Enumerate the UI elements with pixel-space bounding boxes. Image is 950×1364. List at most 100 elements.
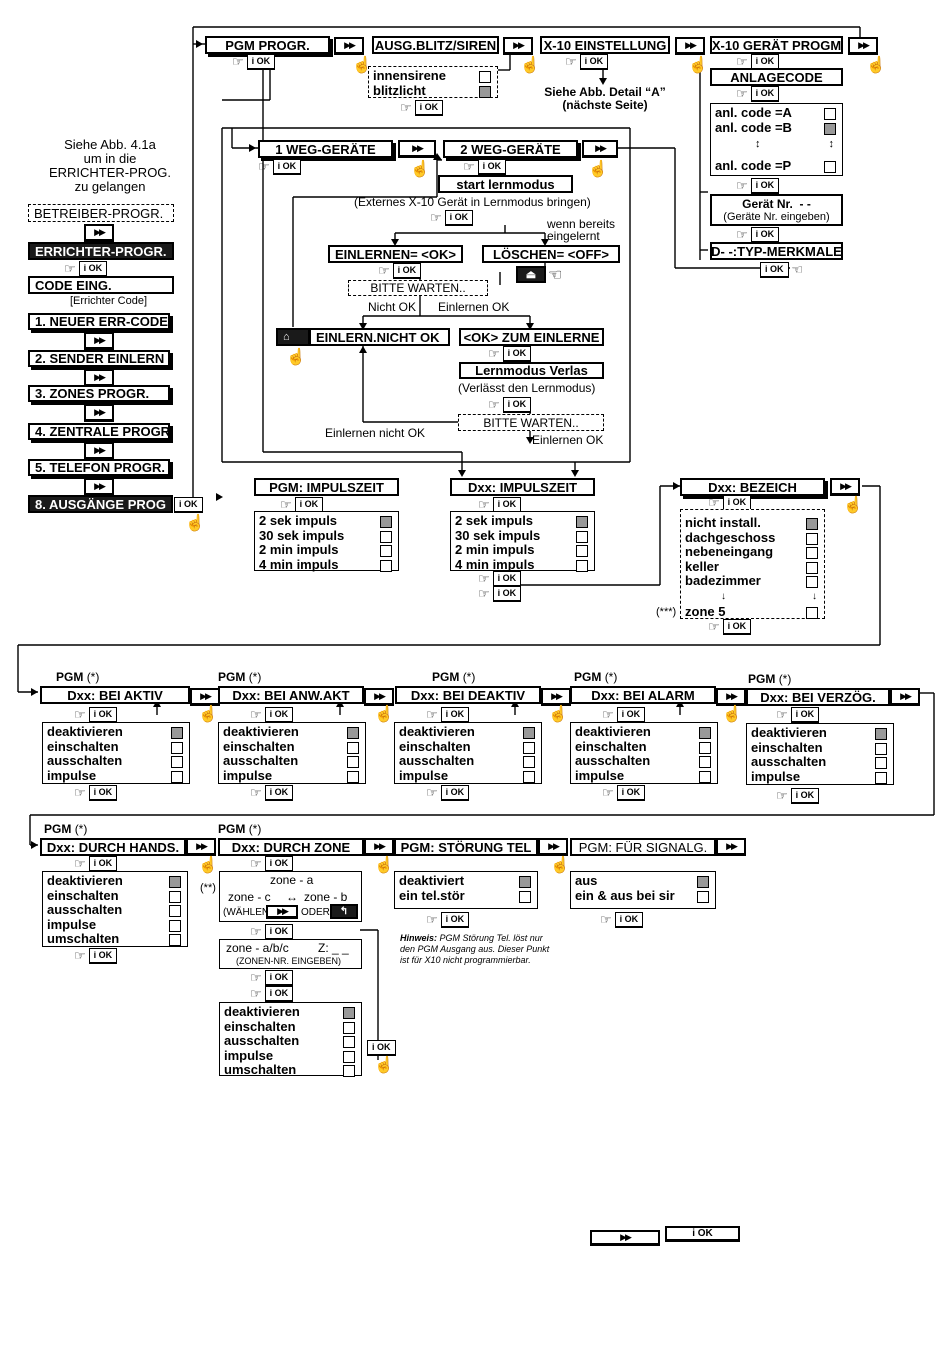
ok-key-group[interactable]: i OK [174, 496, 203, 513]
option-row[interactable]: einschalten [575, 739, 713, 755]
checkbox[interactable] [347, 756, 359, 768]
ok-key[interactable]: i OK [760, 261, 789, 278]
checkbox[interactable] [576, 530, 588, 543]
checkbox[interactable] [806, 576, 818, 588]
checkbox[interactable] [523, 741, 535, 754]
ok-key[interactable]: i OK [264, 985, 294, 1002]
checkbox[interactable] [380, 530, 392, 543]
device-number-box[interactable]: Gerät Nr. - - (Geräte Nr. eingeben) [710, 194, 843, 226]
x10-setting-box[interactable]: X-10 EINSTELLUNG [540, 36, 670, 54]
phone-fault-list[interactable]: deaktiviert ein tel.stör [394, 871, 538, 909]
option-row[interactable]: impulse [575, 768, 713, 784]
next-key[interactable]: ▶▶ [582, 140, 618, 158]
ok-key[interactable]: i OK [579, 53, 609, 70]
ok-key[interactable]: i OK [246, 53, 276, 70]
checkbox[interactable] [824, 122, 836, 135]
phone-fault-box[interactable]: PGM: STÖRUNG TEL [394, 838, 538, 856]
next-key[interactable]: ▶▶ [84, 332, 114, 350]
ok-key[interactable]: i OK [264, 855, 294, 872]
home-icon[interactable]: ⌂ [276, 328, 310, 346]
checkbox[interactable] [347, 770, 359, 783]
ok-key[interactable]: i OK [88, 784, 118, 801]
ok-key[interactable]: i OK [272, 158, 302, 175]
next-key[interactable]: ▶▶ [364, 838, 394, 856]
next-key[interactable]: ▶▶ [84, 224, 114, 242]
ok-key-group[interactable]: ☞i OK [708, 494, 752, 511]
option-row[interactable]: ausschalten [399, 753, 537, 769]
checkbox[interactable] [875, 757, 887, 769]
ok-key-group[interactable]: ☞i OK [488, 345, 532, 362]
ok-key[interactable]: i OK [264, 706, 294, 723]
ok-key[interactable]: i OK [264, 784, 294, 801]
ok-key[interactable]: i OK [750, 85, 780, 102]
ok-key-group[interactable]: ☞i OK [378, 262, 422, 279]
checkbox[interactable] [806, 606, 818, 619]
installer-prog-box[interactable]: ERRICHTER-PROGR. [28, 242, 174, 260]
option-row[interactable]: 4 min impuls [455, 557, 590, 573]
ok-key-group[interactable]: i OK [367, 1039, 396, 1056]
house-code-list[interactable]: anl. code =A anl. code =B ↕↕ anl. code =… [710, 103, 843, 176]
checkbox[interactable] [576, 559, 588, 572]
checkbox[interactable] [699, 756, 711, 768]
menu-item-new-code[interactable]: 1. NEUER ERR-CODE [28, 313, 170, 330]
pgm-progr-box[interactable]: PGM PROGR. [205, 36, 330, 54]
checkbox[interactable] [479, 71, 491, 83]
ok-key-group[interactable]: ☞i OK [426, 706, 470, 723]
ok-key-group[interactable]: ☞i OK [250, 706, 294, 723]
ok-key-group[interactable]: ☞i OK [600, 911, 644, 928]
option-row[interactable]: nebeneingang [685, 544, 820, 560]
option-row[interactable]: deaktivieren [399, 724, 537, 740]
checkbox[interactable] [171, 741, 183, 754]
checkbox[interactable] [171, 770, 183, 783]
action-list[interactable]: deaktivieren einschalten ausschalten imp… [570, 722, 718, 784]
ok-key-group[interactable]: ☞i OK [602, 784, 646, 801]
ok-key[interactable]: i OK [392, 262, 422, 279]
menu-item-enroll[interactable]: 2. SENDER EINLERN [28, 350, 170, 367]
zone-number-box[interactable]: zone - a/b/c Z: _ _ (ZONEN-NR. EINGEBEN) [219, 939, 362, 969]
next-key[interactable]: ▶▶ [84, 478, 114, 496]
next-key[interactable]: ▶▶ [503, 37, 533, 55]
option-row[interactable]: deaktivieren [223, 724, 361, 740]
checkbox[interactable] [824, 108, 836, 120]
ok-key-group[interactable]: ☞i OK [478, 570, 522, 587]
option-row[interactable]: 2 sek impuls [455, 513, 590, 529]
menu-item-zones[interactable]: 3. ZONES PROGR. [28, 385, 170, 402]
checkbox[interactable] [699, 770, 711, 783]
option-row[interactable]: anl. code =P [715, 158, 838, 174]
siren-signal-list[interactable]: aus ein & aus bei sir [570, 871, 716, 909]
operator-prog-box[interactable]: BETREIBER-PROGR. [28, 204, 174, 222]
checkbox[interactable] [519, 876, 531, 888]
checkbox[interactable] [519, 890, 531, 903]
house-code-box[interactable]: ANLAGECODE [710, 68, 843, 86]
option-row[interactable]: ein tel.stör [399, 888, 533, 904]
enroll-box[interactable]: EINLERNEN= <OK> [328, 245, 463, 263]
option-row[interactable]: impulse [223, 768, 361, 784]
ok-key[interactable]: i OK [722, 494, 752, 511]
checkbox[interactable] [343, 1007, 355, 1019]
type-features-box[interactable]: D- -:TYP-MERKMALE [710, 242, 843, 260]
option-row[interactable]: ausschalten [223, 753, 361, 769]
action-list[interactable]: deaktivieren einschalten ausschalten imp… [394, 722, 542, 784]
next-key[interactable]: ▶▶ [84, 442, 114, 460]
next-key[interactable]: ▶▶ [716, 838, 746, 856]
checkbox[interactable] [479, 85, 491, 98]
option-row[interactable]: deaktivieren [751, 725, 889, 741]
checkbox[interactable] [806, 547, 818, 559]
option-row[interactable]: deaktivieren [47, 873, 183, 889]
option-row[interactable]: ausschalten [751, 754, 889, 770]
ok-key[interactable]: i OK [367, 1039, 396, 1056]
next-key[interactable]: ▶▶ [848, 37, 878, 55]
ok-key-group[interactable]: ☞i OK [478, 496, 522, 513]
option-row[interactable]: 30 sek impuls [455, 528, 590, 544]
option-row[interactable]: impulse [224, 1048, 357, 1064]
option-row[interactable]: impulse [399, 768, 537, 784]
ok-key-group[interactable]: ☞i OK [736, 226, 780, 243]
option-row[interactable]: 4 min impuls [259, 557, 394, 573]
ok-key-group[interactable]: ☞i OK [74, 947, 118, 964]
next-key[interactable]: ▶▶ [84, 404, 114, 422]
ok-key[interactable]: i OK [492, 585, 522, 602]
option-row[interactable]: einschalten [751, 740, 889, 756]
ok-key-group[interactable]: ☞i OK [250, 969, 294, 986]
option-row[interactable]: badezimmer [685, 573, 820, 589]
ok-key-group[interactable]: ☞i OK [280, 496, 324, 513]
